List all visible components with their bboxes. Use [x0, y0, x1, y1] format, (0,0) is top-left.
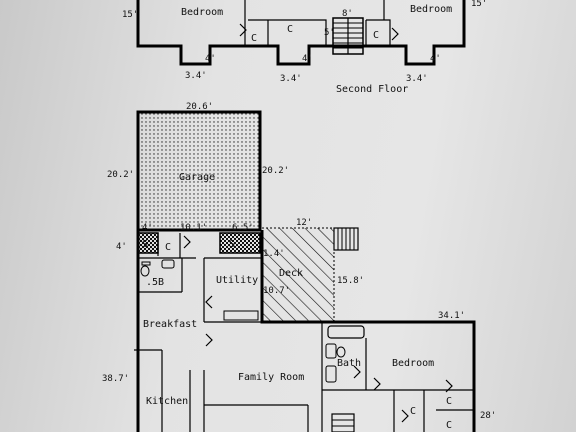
utility-label: Utility: [216, 275, 258, 286]
door-swing-icon: [205, 295, 213, 309]
bedroom-label: Bedroom: [392, 358, 434, 369]
deck-area: [262, 228, 334, 323]
dim-second-right-height: 15': [471, 0, 487, 9]
second-floor-outline: [136, 0, 466, 66]
deck-label: Deck: [279, 268, 303, 279]
door-swing-icon: [445, 379, 453, 393]
family-room-label: Family Room: [238, 372, 304, 383]
dim-bump-c: 3.4': [406, 74, 428, 84]
dim-hall-c: 6.5': [232, 223, 254, 233]
breakfast-label: Breakfast: [143, 319, 197, 330]
sink: [161, 259, 175, 269]
dim-bump-depth: 4': [430, 54, 441, 64]
dim-hall-b: 10.1': [180, 223, 207, 233]
second-floor-stairs: [332, 17, 364, 55]
utility-counter: [223, 310, 259, 321]
second-floor-plan: Bedroom Bedroom C C C 15' 15' 8' 5' 4' 4…: [122, 0, 487, 95]
closet-label: C: [410, 406, 416, 417]
dim-bump-depth: 4': [302, 54, 313, 64]
door-swing-icon: [391, 27, 399, 41]
dim-bump-a: 3.4': [185, 71, 207, 81]
dim-deck-small: 1.4': [263, 249, 285, 259]
deck-stairs: [333, 227, 359, 251]
storage-label: S: [142, 239, 148, 250]
second-floor-bedroom-left-label: Bedroom: [181, 7, 223, 18]
door-swing-icon: [205, 333, 213, 347]
dim-stair-width: 8': [342, 9, 353, 19]
vanity: [325, 365, 337, 383]
first-floor-plan: Garage Utility Deck Breakfast Family Roo…: [102, 102, 496, 432]
dim-garage-width: 20.6': [186, 102, 213, 112]
door-swing-icon: [239, 23, 247, 37]
bathtub: [327, 325, 365, 339]
dim-garage-right: 20.2': [262, 166, 289, 176]
toilet-icon: [336, 346, 346, 358]
closet-label: C: [165, 242, 171, 253]
dim-deck-inner: 10.7': [263, 286, 290, 296]
garage-label: Garage: [179, 172, 215, 183]
interior-stairs: [331, 413, 355, 432]
closet-label: C: [446, 396, 452, 407]
toilet-icon: [140, 265, 150, 277]
door-swing-icon: [183, 235, 191, 249]
dim-bump-depth: 4': [205, 54, 216, 64]
kitchen-label: Kitchen: [146, 396, 188, 407]
dim-side: 4': [116, 242, 127, 252]
dim-garage-left: 20.2': [107, 170, 134, 180]
second-floor-title: Second Floor: [336, 84, 408, 95]
dim-stair-gap: 5': [324, 28, 335, 38]
closet-label: C: [446, 420, 452, 431]
door-swing-icon: [373, 377, 381, 391]
storage-label: S: [229, 239, 235, 250]
door-swing-icon: [401, 409, 409, 423]
dim-hall-a: 4': [142, 223, 153, 233]
dim-house-depth: 38.7': [102, 374, 129, 384]
dim-bump-b: 3.4': [280, 74, 302, 84]
dim-deck-width: 12': [296, 218, 312, 228]
bath-label: Bath: [337, 358, 361, 369]
closet-label: C: [251, 33, 257, 44]
storage-right: [219, 232, 261, 254]
closet-label: C: [373, 30, 379, 41]
sink: [325, 343, 337, 359]
dim-deck-height: 15.8': [337, 276, 364, 286]
garage-area: [136, 110, 262, 232]
half-bath-label: .5B: [146, 277, 164, 288]
second-floor-bedroom-right-label: Bedroom: [410, 4, 452, 15]
closet-label: C: [287, 24, 293, 35]
dim-wing-depth: 28': [480, 411, 496, 421]
door-swing-icon: [353, 365, 361, 379]
dim-second-left-height: 15': [122, 10, 138, 20]
dim-bedroom-wing: 34.1': [438, 311, 465, 321]
